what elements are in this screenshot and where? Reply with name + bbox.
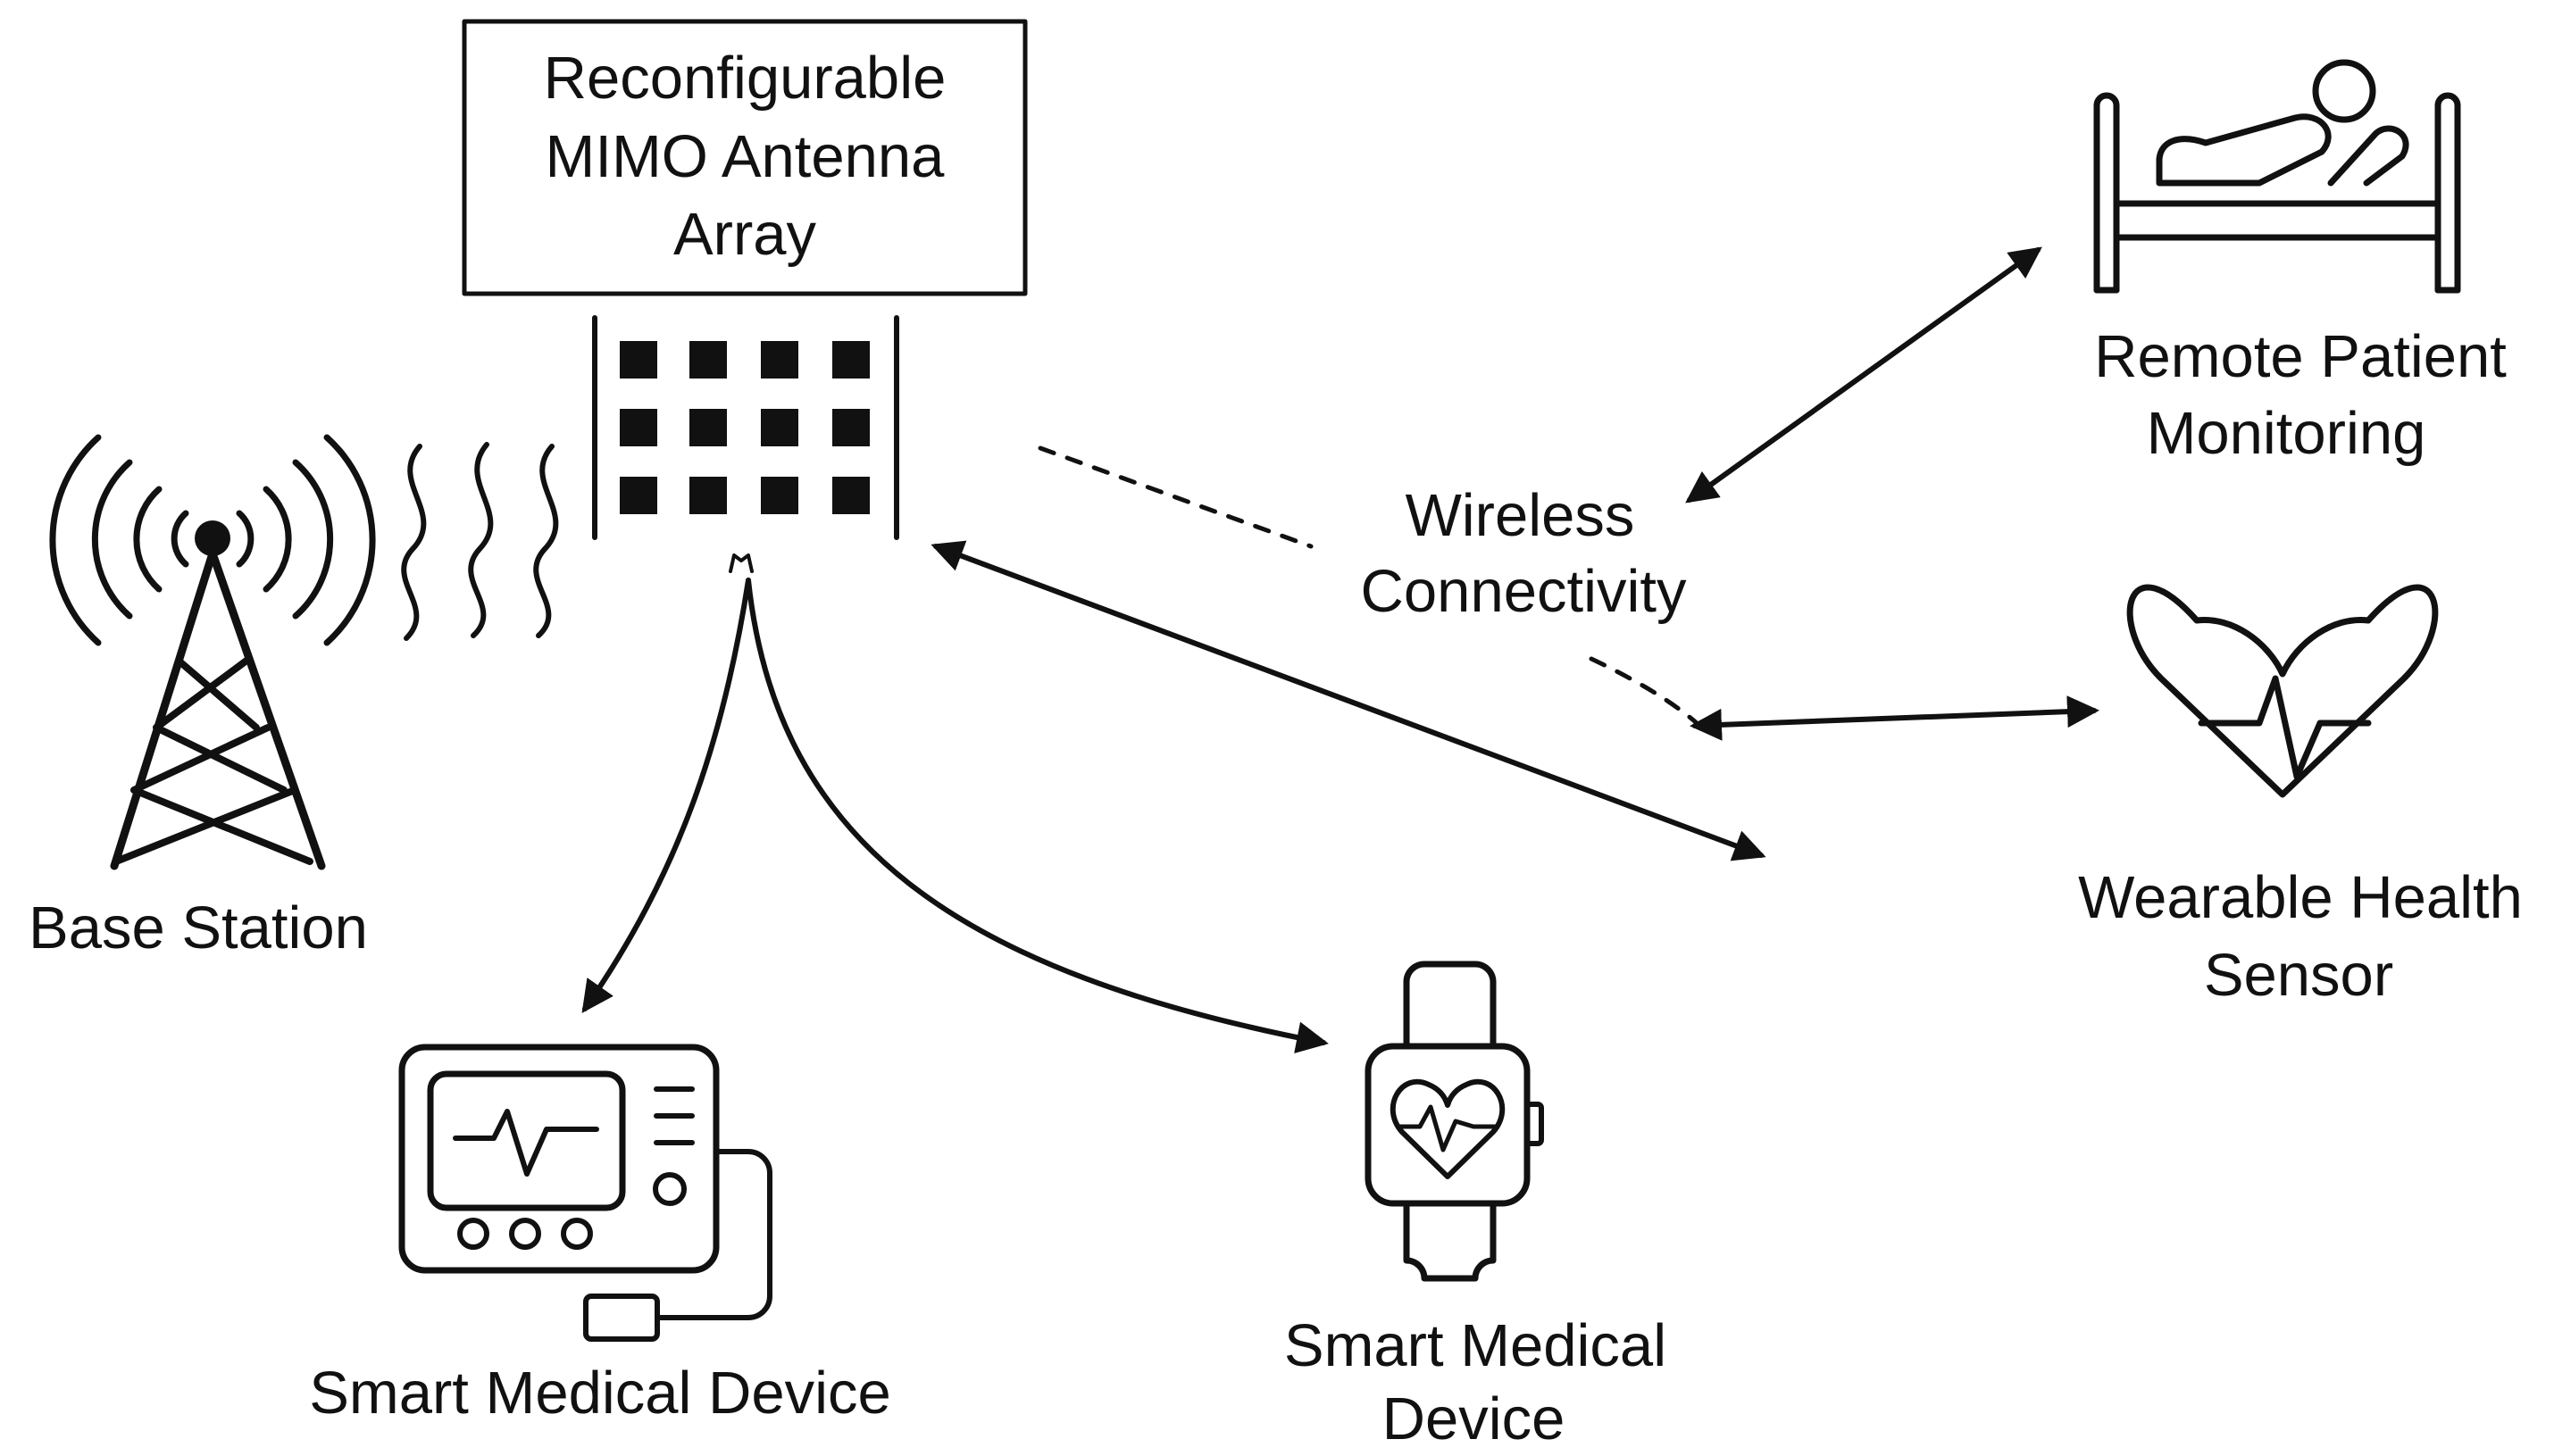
watch-label-line-2: Device	[1382, 1385, 1565, 1452]
signal-waves	[401, 442, 559, 641]
smartwatch-icon	[1365, 961, 1544, 1282]
antenna-box-line-3: Array	[673, 201, 817, 268]
wireless-label-line-2: Connectivity	[1361, 558, 1687, 625]
watch-label-line-1: Smart Medical	[1284, 1312, 1666, 1379]
wearable-label-line-2: Sensor	[2204, 942, 2393, 1009]
base-station-label: Base Station	[29, 894, 368, 961]
hospital-bed-patient-icon	[2093, 59, 2461, 294]
connection-lines	[581, 246, 2099, 1053]
wearable-label-line-1: Wearable Health	[2078, 864, 2523, 931]
monitor-label: Smart Medical Device	[309, 1360, 891, 1427]
remote-patient-label-line-1: Remote Patient	[2094, 323, 2507, 390]
antenna-array-title-box: Reconfigurable MIMO Antenna Array	[462, 19, 1028, 296]
antenna-tower-icon	[49, 434, 376, 870]
antenna-box-line-2: MIMO Antenna	[546, 123, 946, 190]
remote-patient-label-line-2: Monitoring	[2147, 400, 2426, 467]
heart-pulse-icon	[2126, 584, 2439, 798]
antenna-array-icon	[592, 315, 899, 573]
patient-monitor-icon	[398, 1044, 772, 1342]
antenna-box-line-1: Reconfigurable	[544, 45, 947, 112]
wireless-label-line-1: Wireless	[1406, 482, 1635, 549]
